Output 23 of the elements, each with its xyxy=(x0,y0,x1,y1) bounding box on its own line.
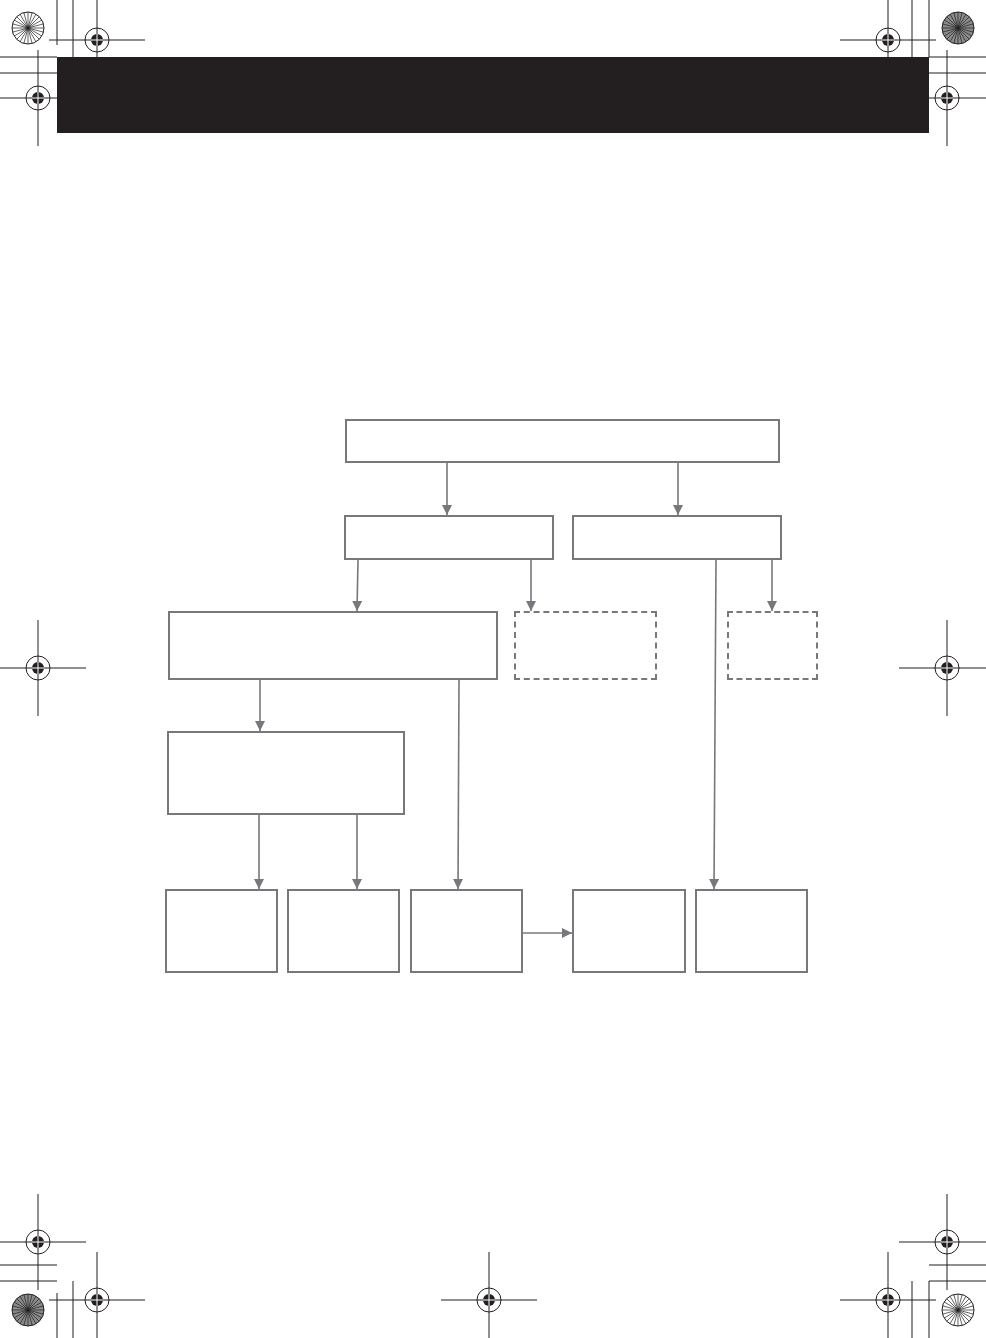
dashed-box xyxy=(514,611,657,680)
arrow xyxy=(673,462,683,516)
arrow xyxy=(442,462,452,516)
arrow xyxy=(352,559,363,612)
process-box xyxy=(165,889,278,973)
arrow xyxy=(453,679,464,890)
process-box xyxy=(695,889,808,973)
arrow xyxy=(767,559,777,612)
process-box xyxy=(287,889,400,973)
arrow xyxy=(522,928,573,938)
process-box xyxy=(345,419,780,463)
process-box xyxy=(167,731,405,815)
arrow xyxy=(255,679,265,732)
process-box xyxy=(168,611,498,680)
arrow xyxy=(352,814,362,890)
dashed-box xyxy=(727,611,818,680)
process-box xyxy=(572,515,782,560)
process-box xyxy=(410,889,523,973)
arrow xyxy=(254,814,264,890)
arrow xyxy=(709,559,720,890)
process-box xyxy=(344,515,554,560)
process-box xyxy=(572,889,686,973)
arrow xyxy=(526,559,536,612)
